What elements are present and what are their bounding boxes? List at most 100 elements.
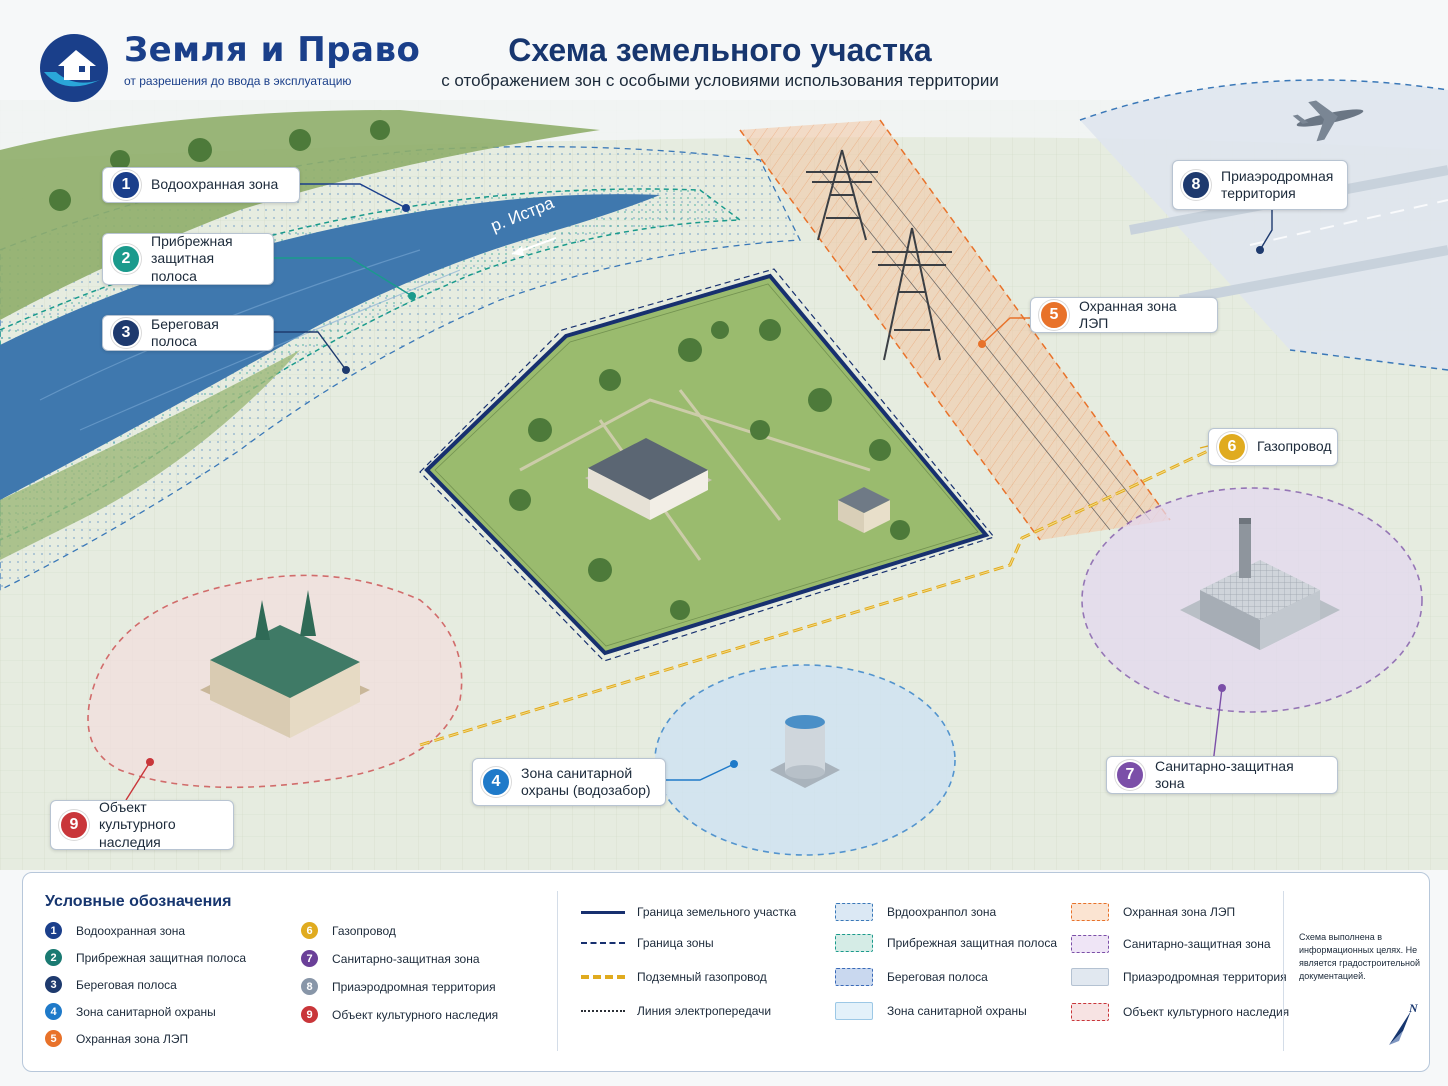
legend-swatch-symbol <box>1071 903 1109 921</box>
legend-item-5: 5 Охранная зона ЛЭП <box>45 1030 188 1047</box>
callout-label: Прибрежная защитная полоса <box>151 232 233 284</box>
callout-airport-territory[interactable]: 8 Приаэродромная территория <box>1172 160 1348 210</box>
callout-label: Газопровод <box>1257 438 1332 455</box>
legend-swatch-coastal-strip: Прибрежная защитная полоса <box>835 934 1057 952</box>
legend-divider <box>1283 891 1284 1051</box>
legend-label: Прибрежная защитная полоса <box>76 950 247 965</box>
legend-swatch-water-zone: Врдоохранпол зона <box>835 903 996 921</box>
legend-item-9: 9 Объект культурного наследия <box>301 1006 498 1023</box>
legend-label: Зона санитарной охраны <box>887 1004 1027 1018</box>
legend-swatch-symbol <box>1071 935 1109 953</box>
legend-label: Санитарно-защитная зона <box>1123 937 1271 951</box>
legend-swatch-airport: Приаэродромная территория <box>1071 968 1287 986</box>
legend-item-8: 8 Приаэродромная территория <box>301 978 496 995</box>
legend-swatch-symbol <box>835 903 873 921</box>
legend-item-2: 2 Прибрежная защитная полоса <box>45 949 246 966</box>
logo-tagline: от разрешения до ввода в эксплуатацию <box>124 74 352 88</box>
page-title: Схема земельного участка <box>508 32 932 68</box>
callout-water-protection-zone[interactable]: 1 Водоохранная зона <box>102 167 300 203</box>
callout-label: Санитарно-защитная зона <box>1155 757 1294 792</box>
legend-label: Зона санитарной охраны <box>76 1004 216 1019</box>
legend-label: Подземный газопровод <box>637 970 767 984</box>
legend-label: Береговая полоса <box>76 977 177 992</box>
power-line-zone <box>739 119 1171 541</box>
river-bank-forest-south <box>0 350 300 560</box>
manor-building-icon <box>200 590 370 738</box>
legend-label: Газопровод <box>332 923 396 938</box>
legend-swatch-water-intake: Зона санитарной охраны <box>835 1002 1027 1020</box>
legend-swatch-symbol <box>1071 1003 1109 1021</box>
legend-disclaimer: Схема выполнена в информационных целях. … <box>1299 932 1421 982</box>
callout-label: Зона санитарной охраны (водозабор) <box>521 764 651 799</box>
callout-shore-strip[interactable]: 3 Береговая полоса <box>102 315 274 351</box>
callout-power-line-zone[interactable]: 5 Охранная зона ЛЭП <box>1030 297 1218 333</box>
legend-swatch-symbol <box>1071 968 1109 986</box>
logo-name: Земля и Право <box>124 30 421 70</box>
callout-cultural-heritage[interactable]: 9 Объект культурного наследия <box>50 799 234 850</box>
header: Земля и Право от разрешения до ввода в э… <box>0 0 1448 110</box>
legend-label: Охранная зона ЛЭП <box>1123 905 1236 919</box>
factory-icon <box>1180 518 1340 650</box>
callout-number: 8 <box>1181 170 1211 200</box>
legend-number: 5 <box>45 1030 62 1047</box>
legend-number: 4 <box>45 1003 62 1020</box>
legend-number: 2 <box>45 949 62 966</box>
callout-number: 7 <box>1115 760 1145 790</box>
land-plot-boundary <box>424 273 990 656</box>
legend-label: Граница зоны <box>637 936 714 950</box>
callout-coastal-protection-strip[interactable]: 2 Прибрежная защитная полоса <box>102 233 274 285</box>
callout-number: 5 <box>1039 300 1069 330</box>
callout-water-intake-zone[interactable]: 4 Зона санитарной охраны (водозабор) <box>472 758 666 806</box>
house-icon <box>585 438 712 520</box>
legend-label: Объект культурного наследия <box>1123 1005 1290 1019</box>
legend-swatch-symbol <box>835 968 873 986</box>
legend-label: Врдоохранпол зона <box>887 905 997 919</box>
legend-line-gas-pipeline: Подземный газопровод <box>581 970 767 984</box>
legend-panel: Условные обозначения 1 Водоохранная зона… <box>22 872 1430 1072</box>
legend-number: 7 <box>301 950 318 967</box>
callout-number: 9 <box>59 810 89 840</box>
trees <box>49 120 910 620</box>
legend-line-symbol <box>581 910 625 914</box>
legend-line-symbol <box>581 1010 625 1012</box>
north-label: N <box>1408 1001 1419 1015</box>
legend-swatch-shore-strip: Береговая полоса <box>835 968 988 986</box>
legend-number: 3 <box>45 976 62 993</box>
garage-icon <box>838 487 890 533</box>
logo-house-icon <box>40 34 108 102</box>
callout-label: Приаэродромная территория <box>1221 167 1334 202</box>
callout-number: 6 <box>1217 432 1247 462</box>
legend-label: Приаэродромная территория <box>1123 970 1287 984</box>
page-subtitle: с отображением зон с особыми условиями и… <box>441 71 999 90</box>
callout-number: 2 <box>111 244 141 274</box>
legend-item-3: 3 Береговая полоса <box>45 976 177 993</box>
legend-item-7: 7 Санитарно-защитная зона <box>301 950 480 967</box>
company-logo: Земля и Право от разрешения до ввода в э… <box>34 26 420 106</box>
legend-label: Береговая полоса <box>887 970 988 984</box>
callout-sanitary-protection-zone[interactable]: 7 Санитарно-защитная зона <box>1106 756 1338 794</box>
legend-label: Прибрежная защитная полоса <box>887 936 1058 950</box>
land-plot-outer-zone-line <box>419 268 996 662</box>
legend-number: 6 <box>301 922 318 939</box>
legend-swatch-heritage: Объект культурного наследия <box>1071 1003 1289 1021</box>
callout-number: 3 <box>111 318 141 348</box>
legend-line-symbol <box>581 942 625 944</box>
callout-number: 1 <box>111 170 141 200</box>
callout-label: Охранная зона ЛЭП <box>1079 297 1177 332</box>
callout-number: 4 <box>481 767 511 797</box>
callout-anchor-dots <box>146 204 1264 768</box>
legend-divider <box>557 891 558 1051</box>
legend-title: Условные обозначения <box>45 893 232 910</box>
legend-line-zone-boundary: Граница зоны <box>581 936 714 950</box>
legend-swatch-sanitary-zone: Санитарно-защитная зона <box>1071 935 1271 953</box>
callout-label: Береговая полоса <box>151 315 219 350</box>
legend-item-6: 6 Газопровод <box>301 922 396 939</box>
callout-label: Водоохранная зона <box>151 176 279 193</box>
legend-label: Граница земельного участка <box>637 905 797 919</box>
callout-gas-pipeline[interactable]: 6 Газопровод <box>1208 428 1338 466</box>
north-arrow-icon: N <box>1389 1001 1419 1045</box>
legend-label: Охранная зона ЛЭП <box>76 1031 189 1046</box>
legend-line-power-line: Линия электропередачи <box>581 1004 771 1018</box>
legend-item-1: 1 Водоохранная зона <box>45 922 185 939</box>
legend-swatch-symbol <box>835 934 873 952</box>
